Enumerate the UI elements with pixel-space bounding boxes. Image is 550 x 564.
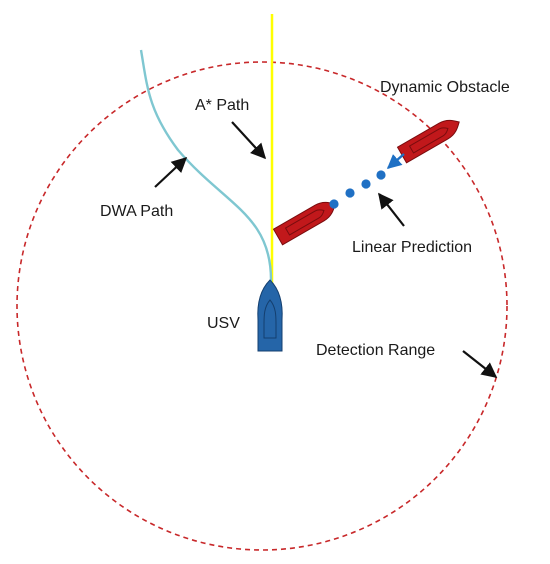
dwa-pointer-arrow [154,156,188,188]
prediction-direction-arrow [386,153,405,169]
dynamic-obstacle-boat [396,119,460,164]
usv-boat [257,279,283,352]
linear-prediction-markers [329,153,405,209]
usv-hull [257,279,283,352]
usv-label: USV [207,315,240,332]
obstacle-cabin [408,127,449,154]
linear-prediction-label: Linear Prediction [352,239,472,256]
obstacle-hull [396,119,460,164]
prediction-dot [345,188,355,198]
detection-range-pointer-arrow [462,350,498,378]
dynamic-obstacle-label: Dynamic Obstacle [380,79,510,96]
prediction-dot [361,179,371,189]
prediction-dot [376,170,386,180]
astar-path-label: A* Path [195,97,249,114]
detection-range-label: Detection Range [316,342,435,359]
dwa-path-label: DWA Path [100,203,173,220]
astar-pointer-arrow [231,121,267,160]
prediction-dot [329,199,339,209]
predicted-obstacle-cabin [284,209,325,236]
dwa-path-curve [139,49,273,283]
detection-range-circle [16,61,508,551]
linear-prediction-pointer-arrow [378,192,405,227]
usv-cabin [263,299,277,339]
